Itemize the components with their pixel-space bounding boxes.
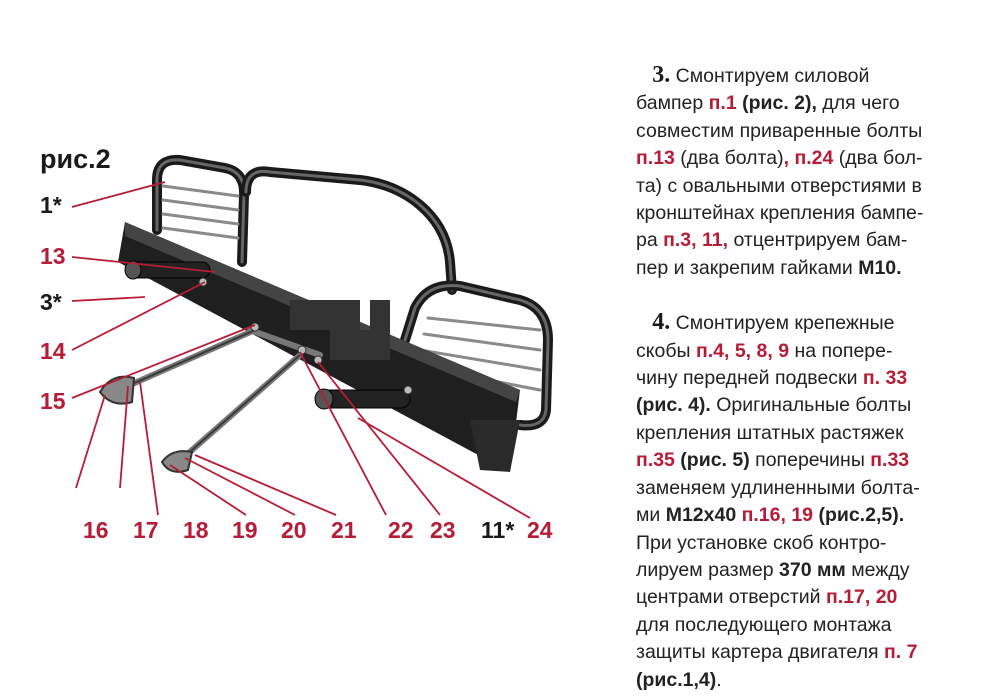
label-23: 23	[430, 517, 456, 543]
step-3: 3. Смонтируем силовой бампер п.1 (рис. 2…	[636, 62, 996, 282]
label-21: 21	[331, 517, 357, 543]
text: ми	[636, 504, 666, 527]
ref: п.17, 20	[825, 586, 898, 609]
text: ра	[636, 229, 664, 252]
text: заменяем удлиненными болта-	[636, 476, 920, 499]
text-bold: (рис.2,5).	[813, 504, 905, 527]
text: для чего	[816, 92, 900, 115]
text: (два болта)	[674, 147, 784, 170]
text: чину передней подвески	[636, 367, 863, 390]
figure-title: рис.2	[40, 144, 111, 174]
label-16: 16	[83, 517, 109, 543]
text: Смонтируем крепежные	[670, 312, 895, 335]
text-bold: (рис. 4).	[636, 394, 711, 417]
text: кронштейнах крепления бампе-	[636, 202, 924, 225]
ref: п.35	[636, 449, 675, 472]
text: защиты картера двигателя	[636, 641, 884, 664]
text: совместим приваренные болты	[636, 119, 923, 142]
text: для последующего монтажа	[636, 613, 892, 636]
text-bold: 370 мм	[779, 558, 846, 581]
label-15: 15	[40, 388, 66, 414]
label-1: 1*	[40, 192, 62, 218]
bumper-illustration	[71, 154, 553, 519]
text-bold: М12х40	[665, 504, 737, 527]
text-bold: (рис. 5)	[674, 449, 750, 472]
ref: , п.24	[783, 147, 834, 170]
text: между	[845, 558, 910, 581]
instructions-text: 3. Смонтируем силовой бампер п.1 (рис. 2…	[636, 62, 996, 694]
text-bold: М10.	[858, 256, 902, 279]
text: лируем размер	[636, 558, 780, 581]
text: Смонтируем силовой	[670, 65, 870, 87]
step-3-number: 3.	[652, 62, 671, 88]
text: При установке скоб контро-	[636, 531, 887, 554]
ref: п.13	[636, 147, 675, 170]
label-19: 19	[232, 517, 258, 543]
ref: п.16, 19	[736, 504, 814, 527]
text: пер и закрепим гайками	[636, 256, 859, 279]
text-bold: (рис.1,4)	[636, 668, 717, 691]
label-11: 11*	[481, 517, 515, 543]
ref: п.4, 5, 8, 9	[695, 339, 790, 362]
label-22: 22	[388, 517, 414, 543]
text: крепления штатных растяжек	[636, 421, 904, 444]
text: Оригинальные болты	[710, 394, 912, 417]
text: .	[716, 668, 722, 691]
label-17: 17	[133, 517, 159, 543]
label-3: 3*	[40, 289, 62, 315]
step-4-number: 4.	[652, 309, 671, 336]
ref: п.3, 11,	[663, 229, 729, 252]
label-20: 20	[281, 517, 307, 543]
ref: п. 7	[883, 641, 918, 664]
label-14: 14	[40, 338, 66, 364]
label-13: 13	[40, 243, 66, 269]
ref: п.33	[870, 449, 910, 472]
label-24: 24	[527, 517, 553, 543]
text: поперечины	[749, 449, 871, 472]
text: центрами отверстий	[636, 586, 826, 609]
ref: п. 33	[862, 367, 908, 390]
text: бампер	[636, 92, 709, 115]
step-4: 4. Смонтируем крепежные скобы п.4, 5, 8,…	[636, 309, 996, 694]
text: на попере-	[789, 339, 893, 362]
text: та) с овальными отверстиями в	[636, 174, 922, 197]
text: отцентрируем бам-	[728, 229, 908, 252]
text: (два бол-	[833, 147, 923, 170]
text-bold: (рис. 2),	[736, 92, 817, 115]
label-18: 18	[183, 517, 209, 543]
ref: п.1	[708, 92, 737, 115]
text: скобы	[636, 339, 696, 362]
